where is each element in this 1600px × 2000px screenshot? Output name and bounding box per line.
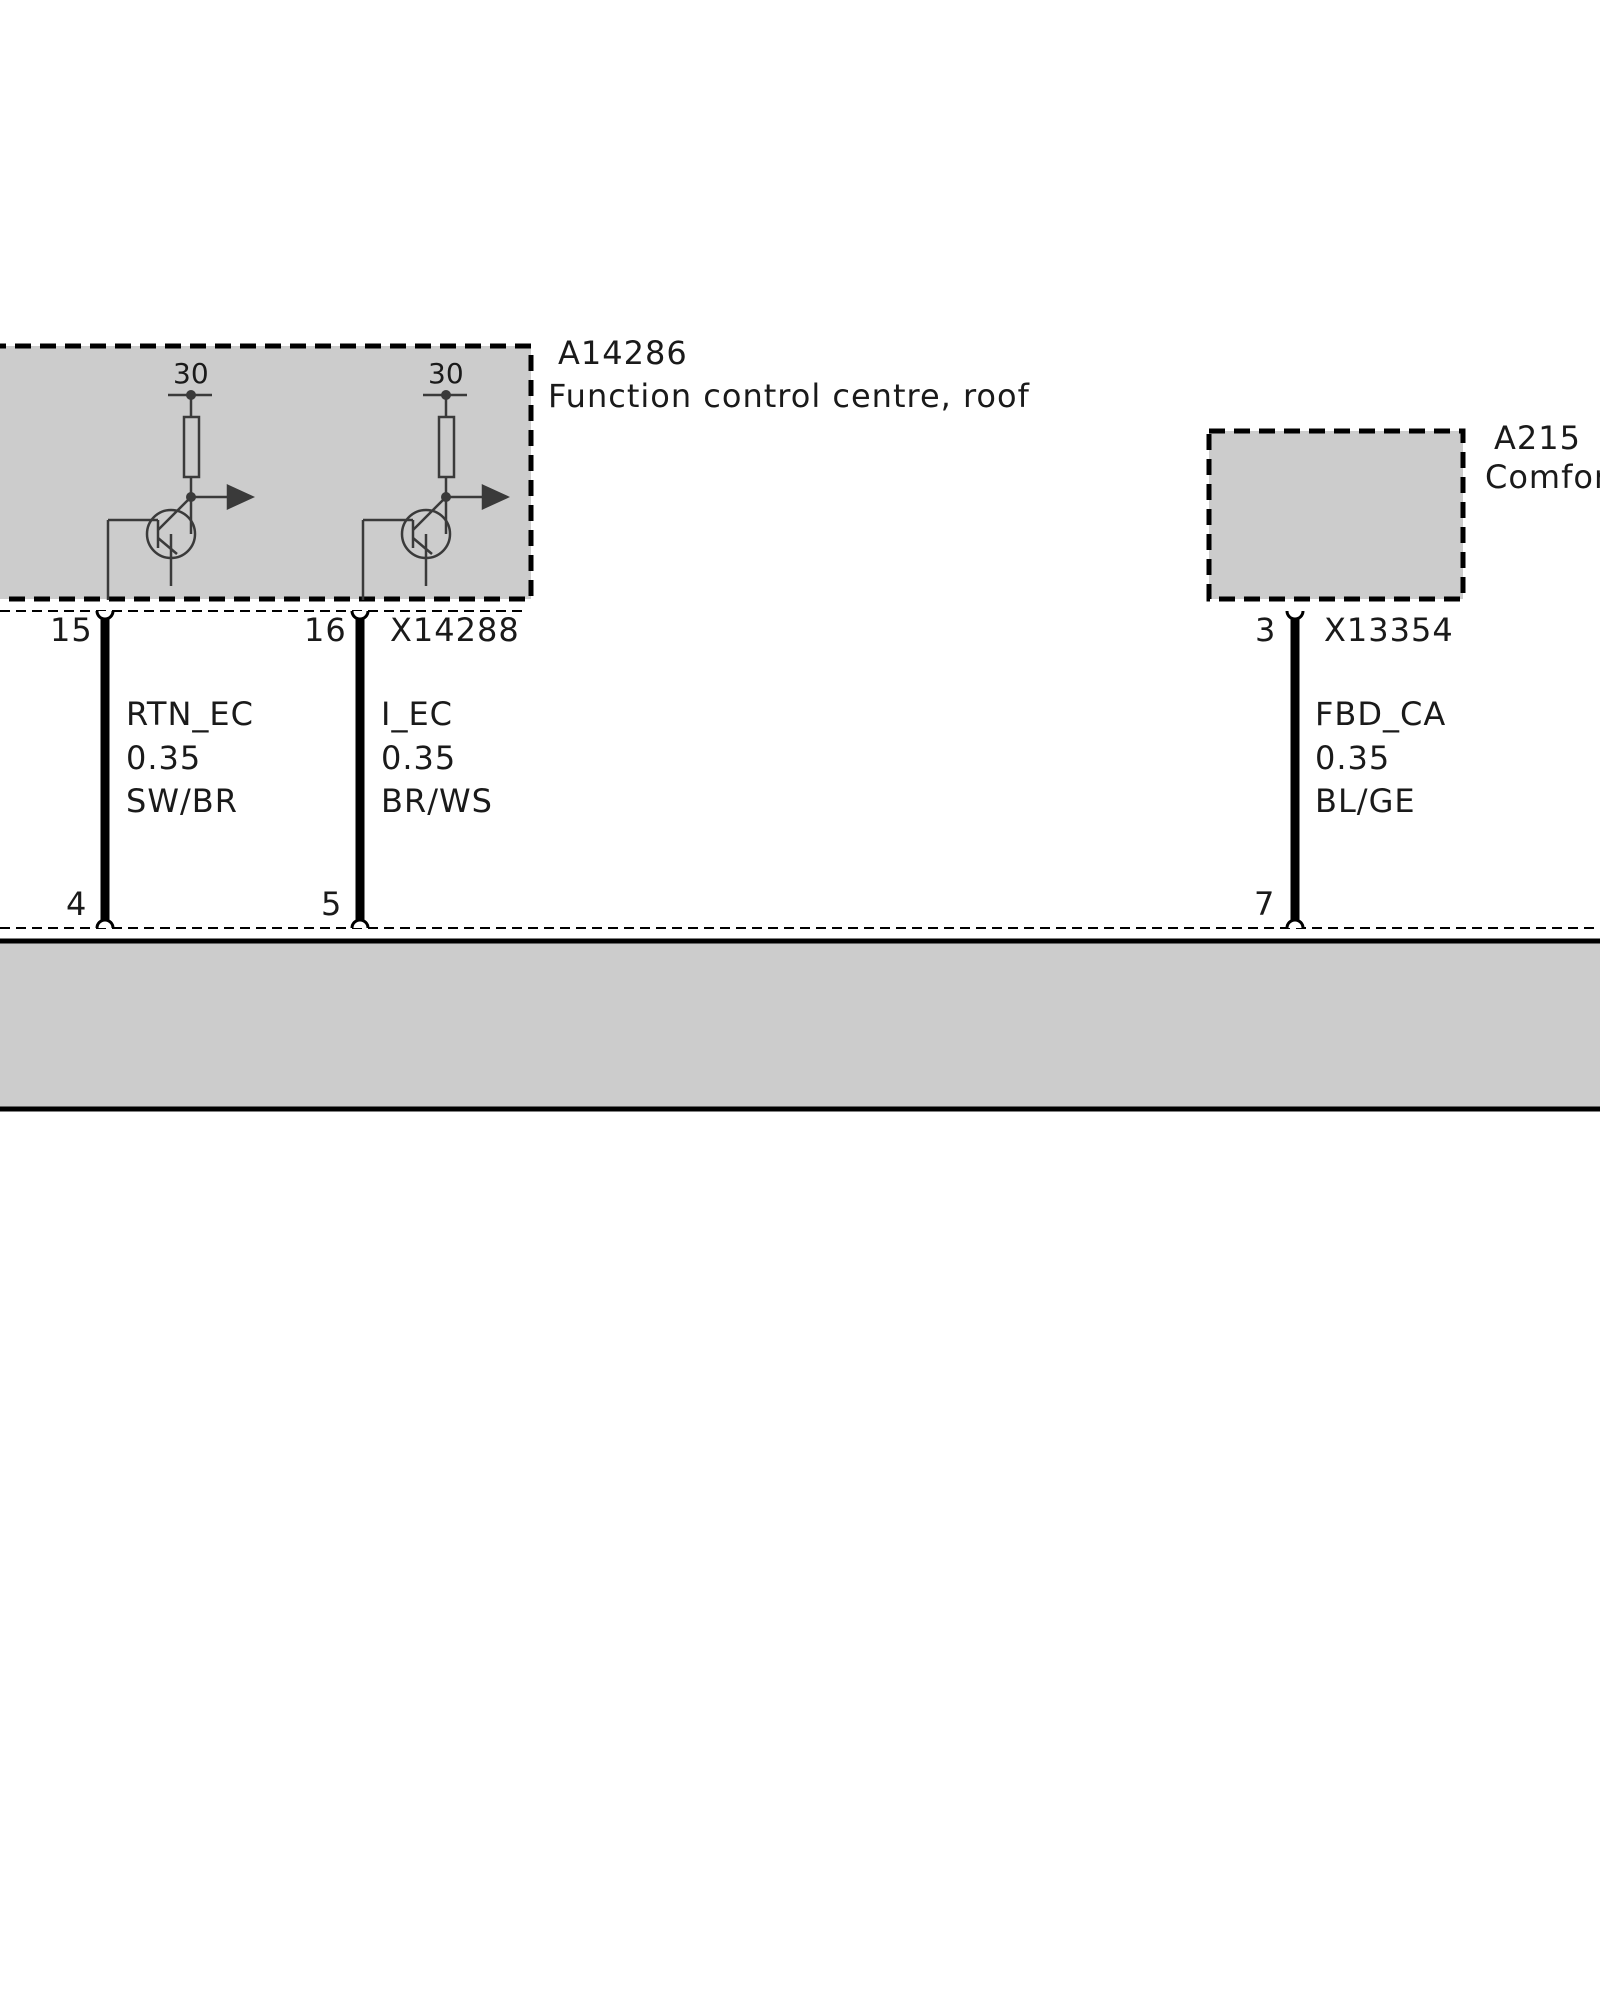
wire-1-top-pin: 15 <box>50 611 93 649</box>
module-roof-box[interactable] <box>0 343 534 602</box>
supply-label-left: 30 <box>173 357 209 390</box>
wire-1-color: SW/BR <box>126 782 238 820</box>
wire-2-gauge: 0.35 <box>381 739 456 777</box>
module-comfort-box[interactable] <box>1206 428 1466 602</box>
connector-comfort-label: X13354 <box>1324 611 1454 649</box>
module-roof-name: Function control centre, roof <box>548 377 1030 415</box>
wire-2-color: BR/WS <box>381 782 493 820</box>
wire-2-signal: I_EC <box>381 695 453 733</box>
wire-rtn-ec[interactable] <box>95 610 115 929</box>
module-comfort-name: Comfor <box>1485 458 1600 496</box>
wire-i-ec[interactable] <box>350 610 370 929</box>
wire-3-gauge: 0.35 <box>1315 739 1390 777</box>
bottom-module-box[interactable] <box>0 938 1600 1112</box>
junction-dot <box>186 492 196 502</box>
junction-dot <box>441 390 451 400</box>
wire-fbd-ca[interactable] <box>1285 610 1305 929</box>
wire-1-bottom-pin: 4 <box>66 885 87 923</box>
wire-2-top-pin: 16 <box>304 611 347 649</box>
junction-dot <box>186 390 196 400</box>
wire-3-top-pin: 3 <box>1255 611 1276 649</box>
wire-3-bottom-pin: 7 <box>1254 885 1275 923</box>
junction-dot <box>441 492 451 502</box>
module-comfort-id: A215 <box>1494 419 1581 457</box>
wire-3-signal: FBD_CA <box>1315 695 1446 733</box>
wire-1-gauge: 0.35 <box>126 739 201 777</box>
wire-2-bottom-pin: 5 <box>321 885 342 923</box>
supply-label-right: 30 <box>428 357 464 390</box>
wire-1-signal: RTN_EC <box>126 695 254 733</box>
module-roof-id: A14286 <box>558 334 688 372</box>
transistor-stage-1 <box>106 393 256 600</box>
wire-3-color: BL/GE <box>1315 782 1416 820</box>
transistor-stage-2 <box>361 393 511 600</box>
connector-roof-label: X14288 <box>390 611 520 649</box>
